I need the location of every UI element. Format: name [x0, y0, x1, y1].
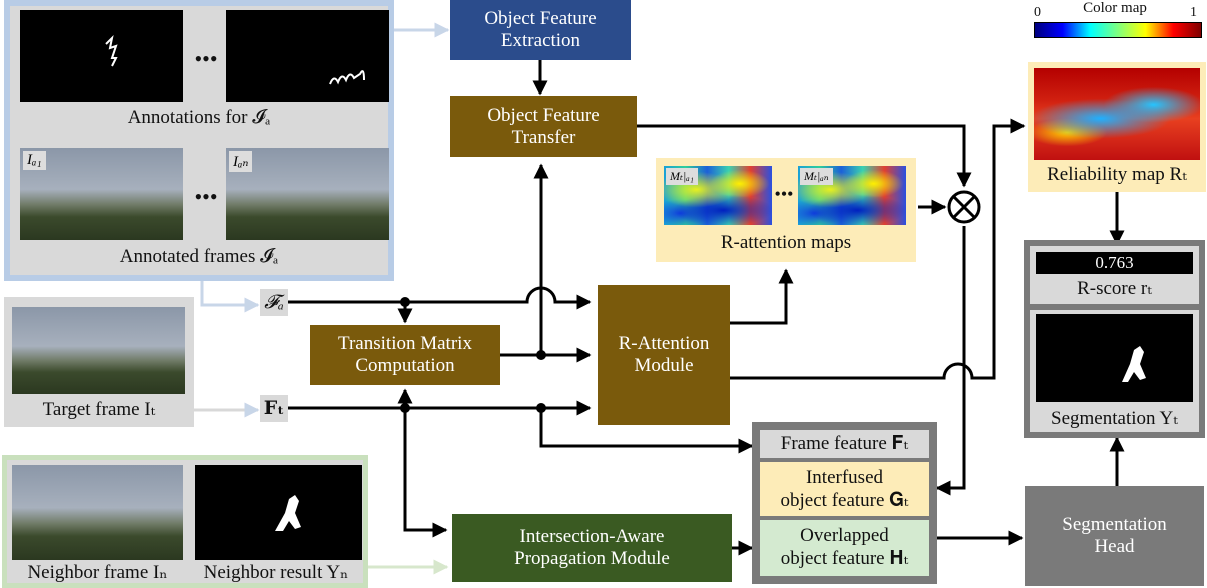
neighbor-result-image	[195, 465, 362, 560]
frame-tag-last: Iₐₙ	[229, 151, 253, 172]
r-attention-caption: R-attention maps	[720, 232, 852, 253]
r-attention-module: R-Attention Module	[598, 285, 730, 425]
frame-tag-first: Iₐ₁	[23, 151, 46, 170]
reliability-map-image	[1034, 68, 1200, 160]
frame-feature-tag: 𝐅ₜ	[260, 395, 288, 422]
overlapped-feature-row: Overlapped object feature 𝐇ₜ	[760, 520, 929, 576]
frame-feature-row: Frame feature 𝐅ₜ	[760, 430, 929, 458]
segmentation-image	[1036, 314, 1193, 402]
r-score-caption: R-score rₜ	[1077, 278, 1152, 299]
divider	[1030, 304, 1199, 310]
annotated-frames-caption: Annotated frames 𝓘ₐ	[119, 246, 279, 267]
reliability-map-panel: Reliability map Rₜ	[1028, 62, 1206, 192]
feature-stack: Frame feature 𝐅ₜ Interfused object featu…	[752, 422, 937, 584]
colormap-gradient	[1034, 22, 1202, 38]
colormap-max: 1	[1190, 5, 1197, 20]
segmentation-caption: Segmentation Yₜ	[1051, 408, 1178, 429]
neighbor-result-caption: Neighbor result Yₙ	[203, 562, 349, 583]
transition-matrix-module: Transition Matrix Computation	[310, 325, 500, 385]
r-attention-maps-panel: Mₜ|ₐ₁ ••• Mₜ|ₐₙ R-attention maps	[656, 158, 916, 262]
object-feature-extraction-module: Object Feature Extraction	[450, 0, 631, 60]
intersection-aware-propagation-module: Intersection-Aware Propagation Module	[452, 514, 732, 582]
colormap-min: 0	[1034, 5, 1041, 20]
annotations-panel: ••• Annotations for 𝓘ₐ Iₐ₁ ••• Iₐₙ Annot…	[4, 0, 394, 281]
segmentation-head: Segmentation Head	[1025, 486, 1204, 586]
r-score-value: 0.763	[1095, 253, 1134, 272]
neighbor-panel: Neighbor frame Iₙ Neighbor result Yₙ	[2, 455, 368, 588]
annotation-mask-first	[20, 10, 183, 102]
annotated-frame-last: Iₐₙ	[226, 148, 389, 240]
object-feature-transfer-module: Object Feature Transfer	[450, 96, 637, 157]
annotations-caption: Annotations for 𝓘ₐ	[127, 107, 271, 128]
r-score-box	[1036, 252, 1193, 274]
target-caption: Target frame Iₜ	[42, 399, 156, 420]
output-panel: 0.763 R-score rₜ Segmentation Yₜ	[1024, 240, 1205, 438]
map-tag-first: Mₜ|ₐ₁	[666, 168, 698, 185]
neighbor-frame-image	[12, 465, 183, 560]
attention-map-first: Mₜ|ₐ₁	[664, 166, 772, 225]
ellipsis: •••	[194, 184, 218, 209]
attention-map-last: Mₜ|ₐₙ	[798, 166, 906, 225]
reliability-caption: Reliability map Rₜ	[1047, 164, 1187, 185]
ellipsis: •••	[194, 46, 218, 71]
interfused-feature-row: Interfused object feature 𝐆ₜ	[760, 462, 929, 516]
annotation-mask-last	[226, 10, 389, 102]
annotated-feature-tag: 𝓕ₐ	[260, 289, 288, 316]
target-frame-panel: Target frame Iₜ	[4, 297, 194, 427]
annotated-frame-first: Iₐ₁	[20, 148, 183, 240]
neighbor-frame-caption: Neighbor frame Iₙ	[27, 562, 168, 583]
colormap-legend: 0 Color map 1	[1030, 0, 1202, 38]
colormap-title: Color map	[1083, 0, 1147, 16]
target-frame-image	[12, 307, 185, 394]
map-tag-last: Mₜ|ₐₙ	[800, 168, 833, 185]
ellipsis: •••	[774, 184, 794, 204]
